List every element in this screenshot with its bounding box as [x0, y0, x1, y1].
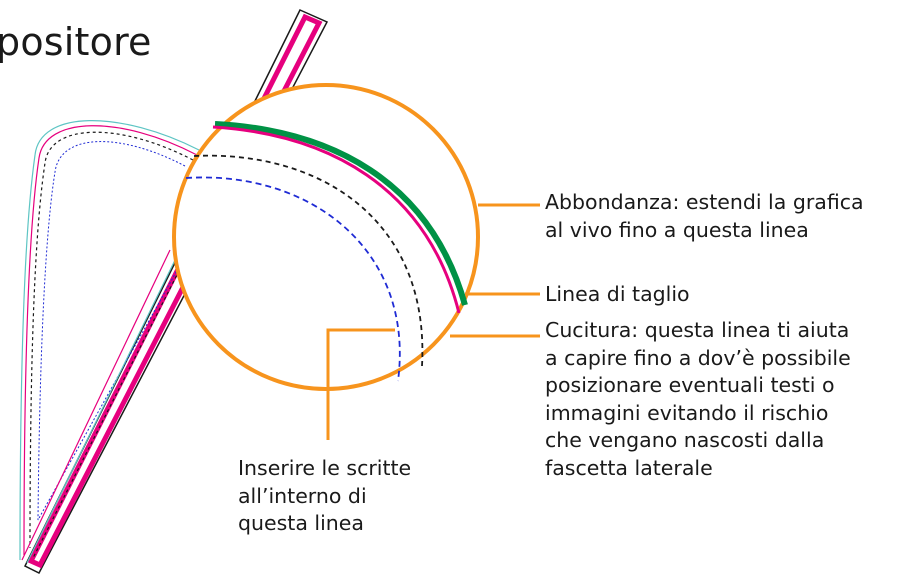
leader-inserire	[326, 328, 395, 440]
magnifier-circle	[172, 83, 480, 391]
page-title: positore	[0, 20, 152, 64]
callout-linea-taglio-label: Linea di taglio	[545, 282, 690, 306]
seam-line	[193, 154, 424, 367]
callout-inserire-label: Inserire le scritte all’interno di quest…	[238, 456, 412, 535]
teardrop-shape	[19, 120, 200, 564]
bleed-line	[214, 121, 468, 306]
callout-leaders	[326, 203, 540, 440]
callout-cucitura-label: Cucitura: questa linea ti aiuta a capire…	[545, 318, 851, 480]
cut-line	[212, 125, 461, 314]
callout-abbondanza-label: Abbondanza: estendi la grafica al vivo f…	[545, 190, 864, 242]
safe-area-line	[185, 176, 401, 382]
